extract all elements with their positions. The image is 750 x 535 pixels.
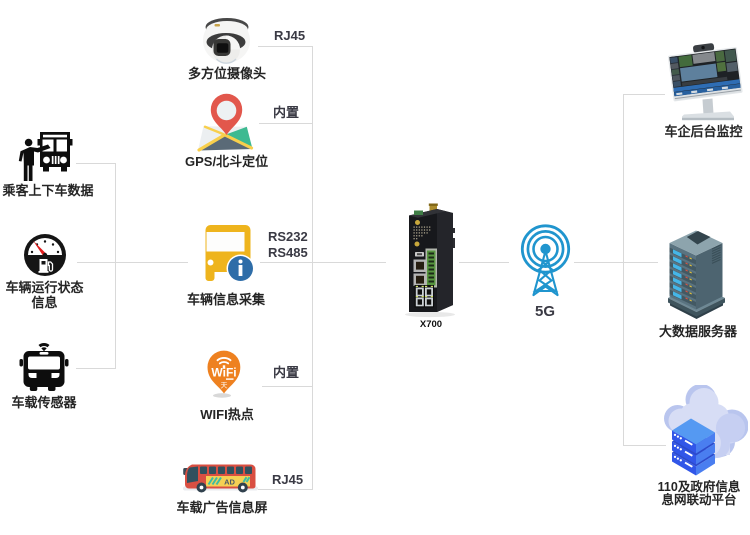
svg-text:WiFi: WiFi [211, 366, 236, 380]
svg-text:天: 天 [221, 382, 228, 390]
svg-text:AD: AD [224, 477, 235, 486]
